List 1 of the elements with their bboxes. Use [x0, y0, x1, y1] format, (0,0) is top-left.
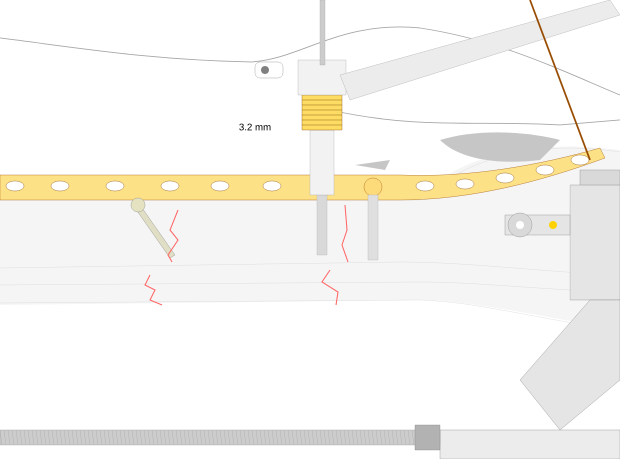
dimension-label: 3.2 mm — [239, 124, 270, 130]
